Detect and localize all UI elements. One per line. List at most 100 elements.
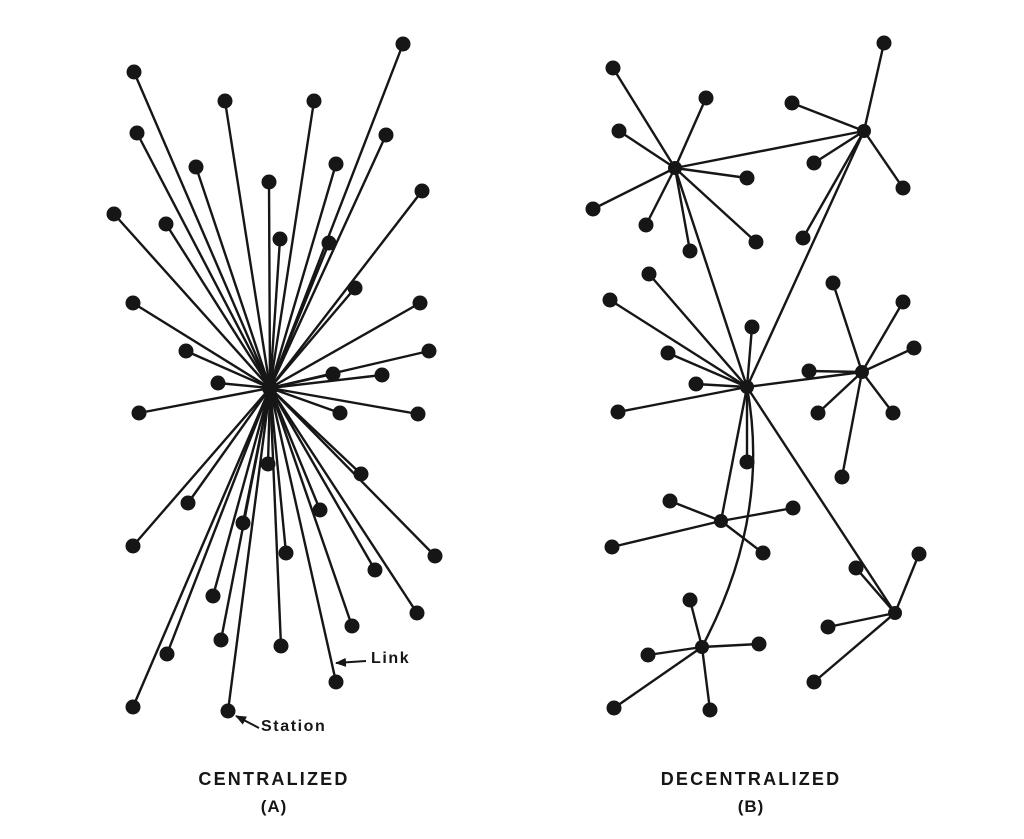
station-node [414, 183, 430, 199]
link-line [700, 646, 712, 711]
station-node [906, 340, 922, 356]
link-label: Link [371, 650, 411, 667]
link-line [268, 100, 316, 389]
station-node [688, 376, 704, 392]
station-node [610, 404, 626, 420]
station-node [325, 366, 341, 382]
caption-centralized: CENTRALIZED (A) [198, 769, 349, 817]
link-line [187, 387, 271, 504]
station-node [640, 647, 656, 663]
hub-link-line [673, 167, 749, 388]
link-line [268, 238, 282, 389]
station-node [784, 95, 800, 111]
station-node [332, 405, 348, 421]
station-node [273, 638, 289, 654]
station-node [328, 156, 344, 172]
station-node [220, 703, 236, 719]
station-node [751, 636, 767, 652]
station-node [159, 646, 175, 662]
link-line [223, 100, 272, 389]
caption-centralized-title: CENTRALIZED [198, 769, 350, 789]
station-node [739, 170, 755, 186]
link-line [648, 273, 748, 388]
link-line [269, 190, 423, 389]
link-line [745, 326, 754, 388]
hub-node [695, 640, 709, 654]
station-node [158, 216, 174, 232]
station-node [409, 605, 425, 621]
hub-link-line [745, 386, 897, 614]
station-node [106, 206, 122, 222]
hub-node [668, 161, 682, 175]
caption-decentralized-subtitle: (B) [737, 797, 765, 816]
caption-centralized-subtitle: (A) [260, 797, 288, 816]
hub-node [888, 606, 902, 620]
station-label: Station [261, 718, 327, 735]
link-line [808, 369, 863, 374]
link-line [269, 386, 341, 415]
link-line [132, 71, 272, 389]
link-line [791, 101, 865, 133]
hub-node [714, 514, 728, 528]
station-node [604, 539, 620, 555]
decentralized-network [585, 35, 927, 718]
hub-link-line [745, 130, 866, 388]
link-line [813, 129, 865, 165]
station-node [682, 243, 698, 259]
link-line [211, 387, 272, 597]
station-node [412, 295, 428, 311]
link-line [855, 567, 896, 614]
station-node [834, 469, 850, 485]
link-line [135, 132, 272, 389]
centralized-network [106, 36, 443, 719]
station-node [328, 674, 344, 690]
station-node [739, 454, 755, 470]
link-line [861, 371, 894, 414]
station-node [421, 343, 437, 359]
station-node [125, 699, 141, 715]
link-line [164, 223, 272, 389]
station-node [321, 235, 337, 251]
station-node [261, 174, 277, 190]
link-line [269, 387, 436, 557]
station-node [748, 234, 764, 250]
link-line [813, 612, 896, 683]
station-arrow [235, 715, 260, 729]
link-line [720, 506, 794, 523]
station-node [427, 548, 443, 564]
hub-node [740, 380, 754, 394]
station-node [641, 266, 657, 282]
station-node [178, 343, 194, 359]
link-line [165, 387, 272, 655]
station-node [848, 560, 864, 576]
annotation-arrows [235, 657, 367, 729]
station-node [217, 93, 233, 109]
link-line [217, 381, 271, 390]
link-line [268, 387, 283, 647]
station-node [755, 545, 771, 561]
link-line [667, 351, 748, 389]
station-node [785, 500, 801, 516]
link-line [268, 163, 338, 389]
station-node [682, 592, 698, 608]
link-line [226, 387, 272, 712]
link-line [194, 166, 272, 389]
link-line [674, 166, 748, 180]
station-node [312, 502, 328, 518]
link-line [219, 387, 272, 641]
link-line [268, 242, 331, 389]
link-line [840, 371, 864, 478]
link-line [268, 387, 322, 511]
link-arrow [335, 657, 367, 667]
station-node [895, 180, 911, 196]
hub-link-line [719, 386, 749, 522]
link-line [701, 642, 760, 649]
station-node [638, 217, 654, 233]
station-node [125, 295, 141, 311]
link-line [618, 129, 676, 170]
station-node [272, 231, 288, 247]
station-node [820, 619, 836, 635]
station-node [605, 60, 621, 76]
station-node [660, 345, 676, 361]
